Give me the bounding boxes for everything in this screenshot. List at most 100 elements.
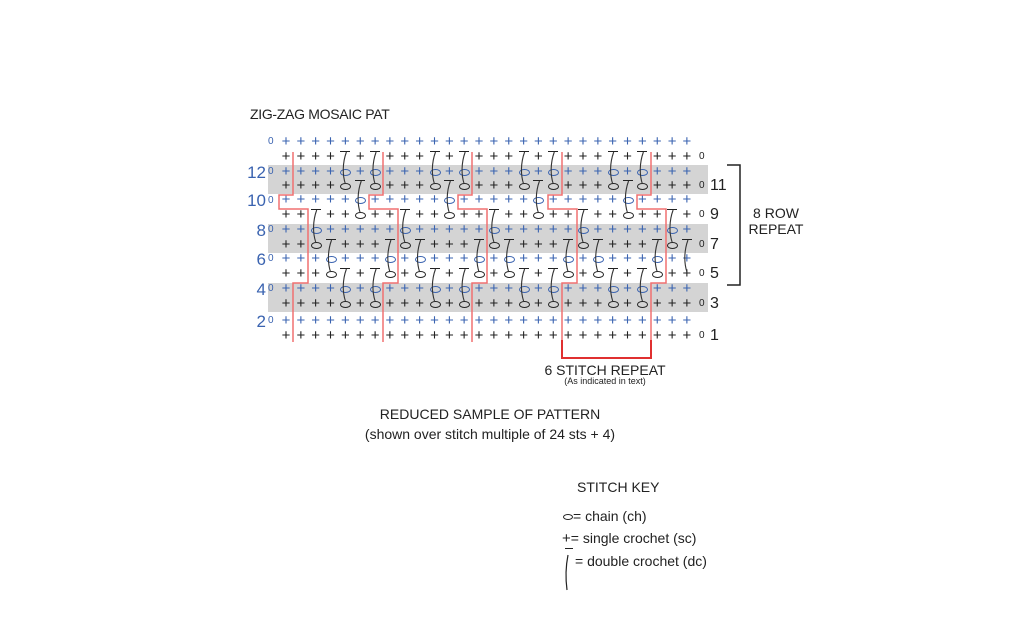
chain-stitch (622, 197, 634, 204)
sc-stitch: + (504, 148, 514, 165)
sc-stitch: + (623, 250, 632, 267)
chain-stitch (563, 256, 575, 263)
sc-stitch: + (623, 312, 632, 329)
sc-stitch: + (281, 177, 291, 194)
sc-stitch: + (355, 163, 365, 180)
dc-stem (446, 180, 451, 214)
repeat-line (457, 152, 488, 342)
key-label: = double crochet (dc) (575, 553, 707, 569)
chain-stitch (667, 227, 679, 234)
sc-stitch: + (593, 133, 603, 150)
sc-stitch: + (548, 236, 558, 253)
sc-stitch: + (519, 221, 528, 238)
row-label-zero: 0 (699, 151, 705, 162)
sc-stitch: + (638, 221, 647, 238)
sc-stitch: + (578, 280, 588, 297)
dc-stem (387, 239, 392, 273)
chain-stitch (340, 286, 352, 293)
chain-stitch (384, 271, 396, 278)
sc-stitch: + (385, 295, 395, 312)
sc-stitch: + (548, 221, 558, 238)
sc-stitch: + (459, 133, 469, 150)
sc-stitch: + (370, 133, 380, 150)
sc-stitch: + (385, 206, 395, 223)
shaded-band (268, 224, 708, 253)
sc-stitch: + (370, 221, 380, 238)
chain-stitch (518, 286, 530, 293)
dc-stem (461, 268, 466, 302)
sc-stitch: + (400, 163, 410, 180)
sc-stitch: + (578, 327, 588, 344)
sc-stitch: + (400, 133, 410, 150)
sc-stitch: + (474, 221, 484, 238)
sc-stitch: + (623, 265, 632, 282)
dc-stitch (399, 209, 410, 210)
sc-stitch: + (563, 133, 573, 150)
sc-stitch: + (578, 295, 588, 312)
chain-stitch (578, 227, 589, 234)
dc-stem (669, 209, 674, 243)
dc-stem (461, 151, 466, 185)
sc-stitch: + (385, 177, 395, 194)
sc-stitch: + (281, 133, 291, 150)
sc-stitch: + (400, 327, 410, 344)
sc-stitch: + (296, 280, 306, 297)
sc-stitch: + (311, 133, 321, 150)
chain-stitch (592, 271, 604, 278)
chain-stitch (622, 212, 634, 219)
dc-stem (402, 209, 407, 243)
sc-stitch: + (430, 250, 439, 267)
sc-stitch: + (504, 206, 514, 223)
chain-stitch (607, 301, 619, 308)
sc-stitch: + (400, 148, 410, 165)
dc-stem (535, 180, 540, 214)
key-label: = single crochet (sc) (570, 530, 697, 546)
sc-stitch: + (370, 191, 380, 208)
sc-stitch: + (682, 295, 692, 312)
dc-stitch (370, 268, 381, 269)
chain-stitch (310, 227, 322, 234)
dc-stitch (607, 268, 618, 269)
sc-stitch: + (474, 191, 484, 208)
sc-stitch: + (489, 327, 499, 344)
row-repeat-line2: REPEAT (748, 221, 804, 237)
sc-stitch: + (667, 327, 677, 344)
sc-stitch: + (608, 312, 618, 329)
sc-stitch: + (534, 327, 543, 344)
stitch-repeat-bracket (561, 340, 652, 359)
dc-stitch (310, 209, 321, 210)
sc-stitch: + (415, 312, 425, 329)
dc-stem (313, 209, 318, 243)
dc-stem (357, 180, 362, 214)
sc-stitch: + (459, 327, 469, 344)
sc-stitch: + (563, 295, 573, 312)
sc-stitch: + (519, 191, 528, 208)
sc-stitch: + (638, 133, 647, 150)
sc-stitch: + (578, 177, 588, 194)
sc-stitch: + (519, 133, 528, 150)
sc-stitch: + (682, 191, 692, 208)
chain-stitch (652, 271, 664, 278)
dc-stem (372, 268, 377, 302)
chain-stitch (637, 169, 649, 176)
chain-stitch (459, 286, 471, 293)
sc-stitch: + (281, 148, 291, 165)
chain-stitch (399, 227, 411, 234)
sc-stitch: + (534, 250, 543, 267)
sc-stitch: + (563, 221, 573, 238)
sc-stitch: + (326, 163, 335, 180)
dc-stitch (325, 239, 336, 240)
sc-stitch: + (489, 148, 499, 165)
sc-stitch: + (578, 312, 588, 329)
sc-stitch: + (281, 191, 291, 208)
chain-icon (563, 514, 573, 521)
sc-stitch: + (652, 148, 662, 165)
repeat-line (368, 152, 399, 342)
chain-stitch (474, 271, 486, 278)
sc-stitch: + (608, 327, 618, 344)
chain-stitch (548, 301, 560, 308)
stitch-key-title: STITCH KEY (577, 479, 660, 495)
sc-stitch: + (415, 148, 425, 165)
sc-stitch: + (652, 280, 662, 297)
row-label-2: 2 (256, 312, 266, 331)
